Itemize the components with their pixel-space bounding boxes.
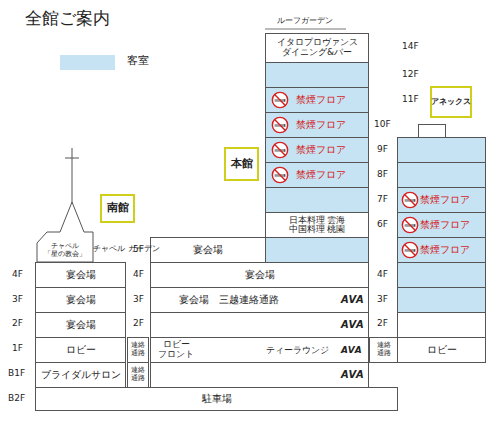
no-smoking-icon [271, 116, 289, 134]
node-text: 宴会場 [66, 269, 96, 281]
no-smoking-icon [271, 166, 289, 184]
node-text: 宴会場 [66, 319, 96, 331]
node-text: 禁煙フロア [420, 244, 470, 256]
restaurant-box: 日本料理 雲海中国料理 桃園 [265, 212, 369, 238]
floor-label: 9F [377, 144, 388, 154]
node-text: アネックス [431, 98, 471, 107]
floor-cell: ロビー [397, 337, 486, 363]
node-text: 禁煙フロア [420, 219, 470, 231]
node-text: 禁煙フロア [296, 144, 346, 156]
node-text: 連絡 通路 [131, 367, 146, 382]
no-smoking-icon [401, 216, 419, 234]
no-smoking-icon [401, 241, 419, 259]
legend-swatch [60, 55, 115, 70]
floor-label: ルーフガーデン [277, 16, 333, 25]
floor-cell: 駐車場 [35, 387, 398, 411]
floor-cell: 宴会場 [150, 237, 266, 263]
node-text: 禁煙フロア [296, 169, 346, 181]
page-title: 全館ご案内 [25, 9, 110, 29]
node-text: ロビー フロント [157, 340, 195, 360]
no-smoking-icon [271, 91, 289, 109]
floor-cell: 宴会場 [35, 312, 126, 338]
node-text: 宴会場 [245, 269, 275, 281]
node-text: 禁煙フロア [420, 194, 470, 206]
building-label: 本館 [224, 147, 259, 181]
chapel-box: チャペル 「星の教会」 [37, 240, 93, 262]
nonsmoking-floor: 禁煙フロア [397, 212, 486, 238]
legend-text: 客室 [127, 55, 149, 68]
node-text: ロビー [427, 344, 457, 356]
nonsmoking-floor: 禁煙フロア [397, 237, 486, 263]
floor-cell: ブライダルサロン [35, 362, 126, 388]
floor-label: 7F [377, 194, 388, 204]
floor-label: B2F [8, 393, 25, 403]
node-text: 駐車場 [202, 393, 232, 405]
floor-label: 10F [374, 119, 391, 129]
floor-label: 4F [377, 269, 388, 279]
floor-cell: ロビー フロント ティーラウンジ AVA [150, 337, 369, 363]
floor-label: 2F [12, 318, 23, 328]
passage-cell: 連絡 通路 [127, 337, 149, 363]
floor-label: 11F [402, 94, 419, 104]
floor-cell: ロビー [35, 337, 126, 363]
nonsmoking-floor: 禁煙フロア [265, 162, 369, 188]
floor-cell: AVA [150, 362, 369, 388]
floor-label: 2F [133, 318, 144, 328]
node-text: 連絡 通路 [131, 342, 146, 357]
node-text: イタロプロヴァンス ダイニング&バー [273, 38, 361, 58]
node-text: 連絡 通路 [376, 342, 391, 357]
floor-label: 5F [133, 244, 144, 254]
restaurant-box: イタロプロヴァンス ダイニング&バー [265, 33, 369, 63]
node-text: 禁煙フロア [296, 119, 346, 131]
node-text: ロビー [66, 344, 96, 356]
node-text: AVA [341, 345, 362, 355]
node-text: AVA [341, 369, 364, 381]
floor-label: 2F [377, 318, 388, 328]
floor-cell: AVA [150, 312, 369, 338]
passage-cell: 連絡 通路 [127, 362, 149, 388]
floor-label: 3F [377, 294, 388, 304]
floor-label: 3F [12, 294, 23, 304]
floor-label: 6F [377, 219, 388, 229]
node-text: 宴会場 [193, 244, 223, 256]
node-text: 宴会場 [66, 294, 96, 306]
floor-label: チャペル ガーデン [93, 244, 127, 253]
nonsmoking-floor: 禁煙フロア [265, 137, 369, 163]
no-smoking-icon [271, 141, 289, 159]
node-text: チャペル 「星の教会」 [43, 243, 87, 258]
node-text: 本館 [231, 158, 253, 171]
building-label: アネックス [430, 86, 472, 118]
floor-label: 14F [402, 41, 419, 51]
node-text: AVA [341, 319, 364, 331]
nonsmoking-floor: 禁煙フロア [397, 187, 486, 213]
floor-label: 12F [402, 69, 419, 79]
nonsmoking-floor: 禁煙フロア [265, 112, 369, 138]
nonsmoking-floor: 禁煙フロア [265, 87, 369, 113]
node-text: 日本料理 雲海 [289, 216, 346, 225]
node-text: 南館 [107, 202, 129, 215]
floor-cell: 宴会場三越連絡通路 AVA [150, 287, 369, 313]
floor-label: 1F [12, 343, 23, 353]
floor-cell: 宴会場 [35, 287, 126, 313]
node-text: 三越連絡通路 [219, 294, 279, 306]
node-text: 禁煙フロア [296, 94, 346, 106]
no-smoking-icon [401, 191, 419, 209]
node-text: 中国料理 桃園 [289, 225, 346, 234]
floor-label: 3F [133, 294, 144, 304]
floor-label: 4F [133, 269, 144, 279]
floor-label: 8F [377, 169, 388, 179]
node-text: 宴会場 [179, 294, 209, 306]
floor-cell: 宴会場 [35, 262, 126, 288]
passage-cell: 連絡 通路 [369, 337, 398, 363]
floor-cell: 宴会場 [150, 262, 369, 288]
node-text: ブライダルサロン [41, 370, 121, 381]
building-label: 南館 [100, 194, 135, 223]
node-text: ティーラウンジ [266, 345, 329, 355]
floor-label: B1F [8, 368, 25, 378]
floor-label: 4F [12, 269, 23, 279]
node-text: AVA [341, 294, 364, 306]
